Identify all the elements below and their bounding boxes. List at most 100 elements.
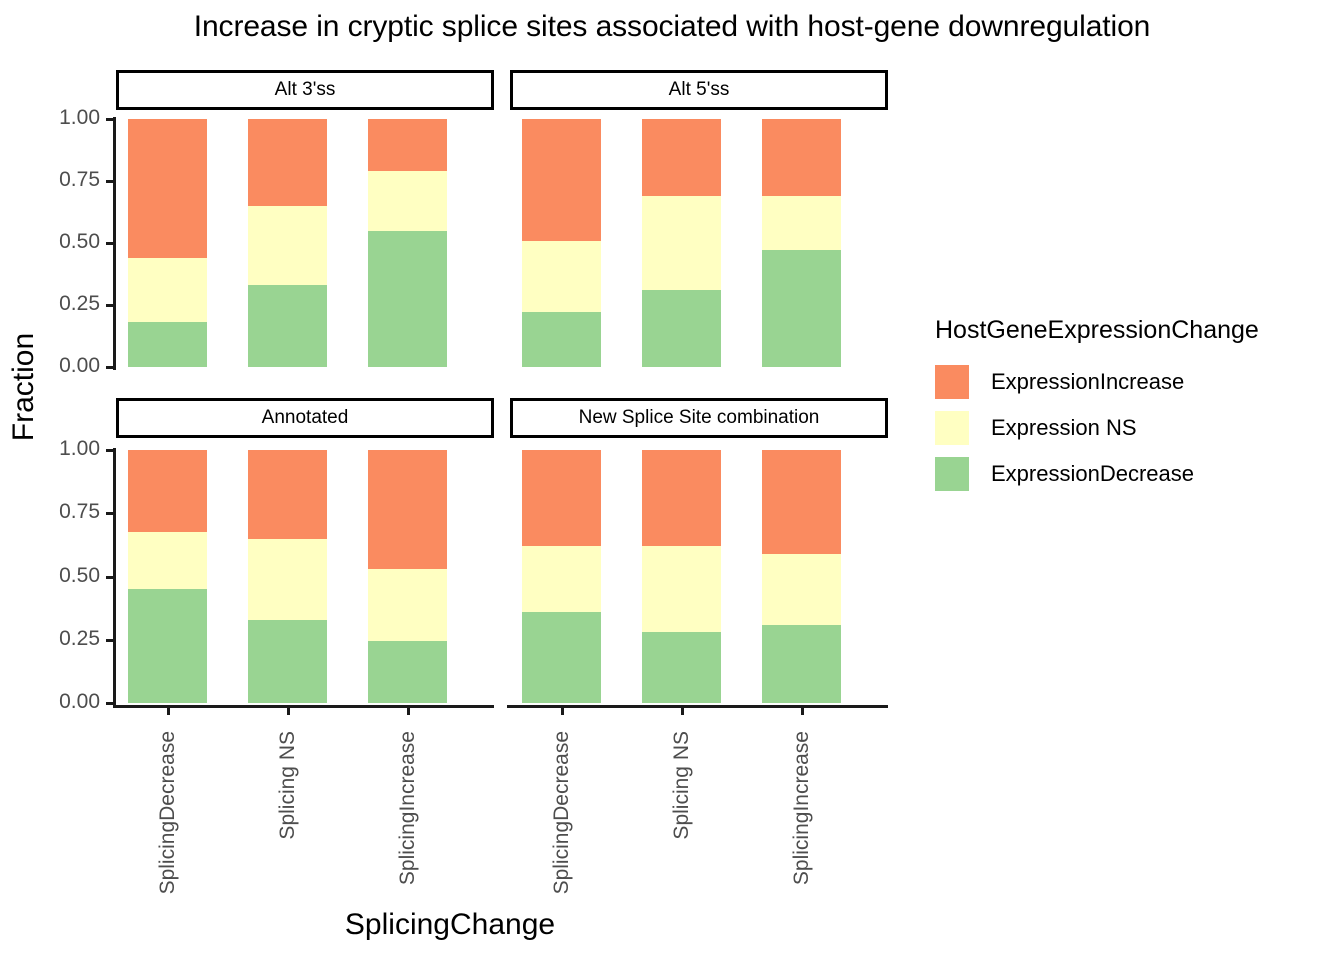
segment-expression-ns bbox=[248, 538, 327, 620]
chart-title: Increase in cryptic splice sites associa… bbox=[193, 10, 1151, 43]
x-axis-tick bbox=[406, 708, 410, 715]
segment-expressionincrease bbox=[642, 119, 721, 196]
y-axis-tick bbox=[106, 702, 113, 705]
y-axis-tick bbox=[106, 180, 113, 183]
x-axis-tick bbox=[800, 708, 804, 715]
segment-expressionincrease bbox=[762, 119, 841, 196]
x-axis-tick-label: SplicingIncrease bbox=[789, 731, 813, 886]
y-axis-tick-label: 0.50 bbox=[59, 230, 100, 253]
x-axis-tick bbox=[560, 708, 564, 715]
legend-item[interactable]: Expression NS bbox=[935, 405, 1259, 451]
bar-splicingincrease bbox=[762, 450, 841, 703]
segment-expression-ns bbox=[642, 195, 721, 291]
segment-expression-ns bbox=[248, 205, 327, 286]
x-axis-title: SplicingChange bbox=[344, 908, 556, 941]
segment-expressiondecrease bbox=[128, 322, 207, 367]
y-axis-tick-label: 1.00 bbox=[59, 437, 100, 460]
segment-expressiondecrease bbox=[762, 624, 841, 703]
facet-strip-new-splice-site-combination: New Splice Site combination bbox=[510, 398, 888, 438]
legend: HostGeneExpressionChange ExpressionIncre… bbox=[935, 316, 1259, 497]
segment-expressionincrease bbox=[368, 450, 447, 569]
legend-item-label: Expression NS bbox=[991, 415, 1137, 440]
segment-expression-ns bbox=[642, 546, 721, 633]
y-axis-tick bbox=[106, 242, 113, 245]
facet-strip-label: Alt 5'ss bbox=[668, 79, 730, 100]
facet-strip-label: Alt 3'ss bbox=[274, 79, 336, 100]
legend-swatch-expressionincrease bbox=[935, 365, 969, 399]
y-axis-tick bbox=[106, 512, 113, 516]
x-axis-tick bbox=[286, 708, 290, 715]
segment-expression-ns bbox=[762, 553, 841, 625]
segment-expressionincrease bbox=[368, 119, 447, 172]
bar-splicingdecrease bbox=[522, 119, 601, 367]
panel-annotated bbox=[116, 450, 494, 703]
facet-strip-alt-3-ss: Alt 3'ss bbox=[116, 70, 494, 110]
segment-expressionincrease bbox=[522, 119, 601, 241]
y-axis-tick-label: 0.50 bbox=[59, 563, 100, 587]
y-axis-tick bbox=[106, 304, 113, 307]
y-axis-tick-label: 1.00 bbox=[59, 106, 100, 129]
facet-strip-annotated: Annotated bbox=[116, 398, 494, 438]
panel-new-splice-site-combination bbox=[510, 450, 888, 703]
y-axis-line-row-0 bbox=[113, 117, 116, 370]
segment-expressiondecrease bbox=[762, 250, 841, 367]
segment-expressiondecrease bbox=[522, 611, 601, 703]
legend-swatch-expression-ns bbox=[935, 411, 969, 445]
segment-expressiondecrease bbox=[248, 619, 327, 703]
bar-splicingincrease bbox=[368, 119, 447, 367]
y-axis-tick-label: 0.75 bbox=[59, 168, 100, 191]
segment-expression-ns bbox=[368, 568, 447, 642]
legend-title: HostGeneExpressionChange bbox=[935, 316, 1259, 344]
segment-expression-ns bbox=[762, 195, 841, 251]
segment-expressiondecrease bbox=[522, 312, 601, 367]
segment-expressionincrease bbox=[762, 450, 841, 554]
y-axis-tick-label: 0.25 bbox=[59, 292, 100, 315]
bar-splicingincrease bbox=[762, 119, 841, 367]
bar-splicing-ns bbox=[248, 450, 327, 703]
y-axis-tick bbox=[106, 118, 113, 121]
x-axis-tick-label: Splicing NS bbox=[669, 731, 693, 840]
bar-splicing-ns bbox=[642, 450, 721, 703]
x-axis-tick-label: SplicingDecrease bbox=[549, 731, 573, 895]
x-axis-tick-label: SplicingDecrease bbox=[155, 731, 179, 895]
panel-alt-3-ss bbox=[116, 119, 494, 367]
segment-expressiondecrease bbox=[642, 290, 721, 367]
segment-expressiondecrease bbox=[248, 285, 327, 367]
legend-item-label: ExpressionDecrease bbox=[991, 461, 1194, 486]
x-axis-line-col-1 bbox=[507, 705, 888, 708]
segment-expressionincrease bbox=[248, 119, 327, 206]
y-axis-tick-label: 0.00 bbox=[59, 690, 100, 713]
bar-splicingdecrease bbox=[522, 450, 601, 703]
legend-item[interactable]: ExpressionDecrease bbox=[935, 451, 1259, 497]
segment-expression-ns bbox=[128, 257, 207, 323]
x-axis-tick bbox=[166, 708, 170, 715]
y-axis-tick-label: 0.75 bbox=[59, 500, 100, 524]
y-axis-tick-label: 0.25 bbox=[59, 626, 100, 650]
panel-alt-5-ss bbox=[510, 119, 888, 367]
x-axis-tick bbox=[680, 708, 684, 715]
facet-strip-label: Annotated bbox=[261, 407, 349, 428]
segment-expressionincrease bbox=[248, 450, 327, 539]
segment-expressionincrease bbox=[522, 450, 601, 547]
x-axis-line-col-0 bbox=[113, 705, 494, 708]
bar-splicingdecrease bbox=[128, 450, 207, 703]
y-axis-tick bbox=[106, 449, 113, 452]
legend-swatch-expressiondecrease bbox=[935, 457, 969, 491]
segment-expression-ns bbox=[522, 546, 601, 612]
y-axis-tick-label: 0.00 bbox=[59, 354, 100, 377]
y-axis-tick bbox=[106, 638, 113, 642]
legend-item-label: ExpressionIncrease bbox=[991, 369, 1185, 394]
y-axis-line-row-1 bbox=[113, 448, 116, 706]
y-axis-tick bbox=[106, 575, 113, 579]
x-axis-tick-label: SplicingIncrease bbox=[395, 731, 419, 886]
facet-strip-alt-5-ss: Alt 5'ss bbox=[510, 70, 888, 110]
segment-expressionincrease bbox=[128, 119, 207, 258]
segment-expression-ns bbox=[522, 240, 601, 313]
segment-expressiondecrease bbox=[642, 632, 721, 703]
bar-splicingdecrease bbox=[128, 119, 207, 367]
y-axis-tick bbox=[106, 366, 113, 369]
legend-item[interactable]: ExpressionIncrease bbox=[935, 359, 1259, 405]
segment-expression-ns bbox=[368, 171, 447, 231]
